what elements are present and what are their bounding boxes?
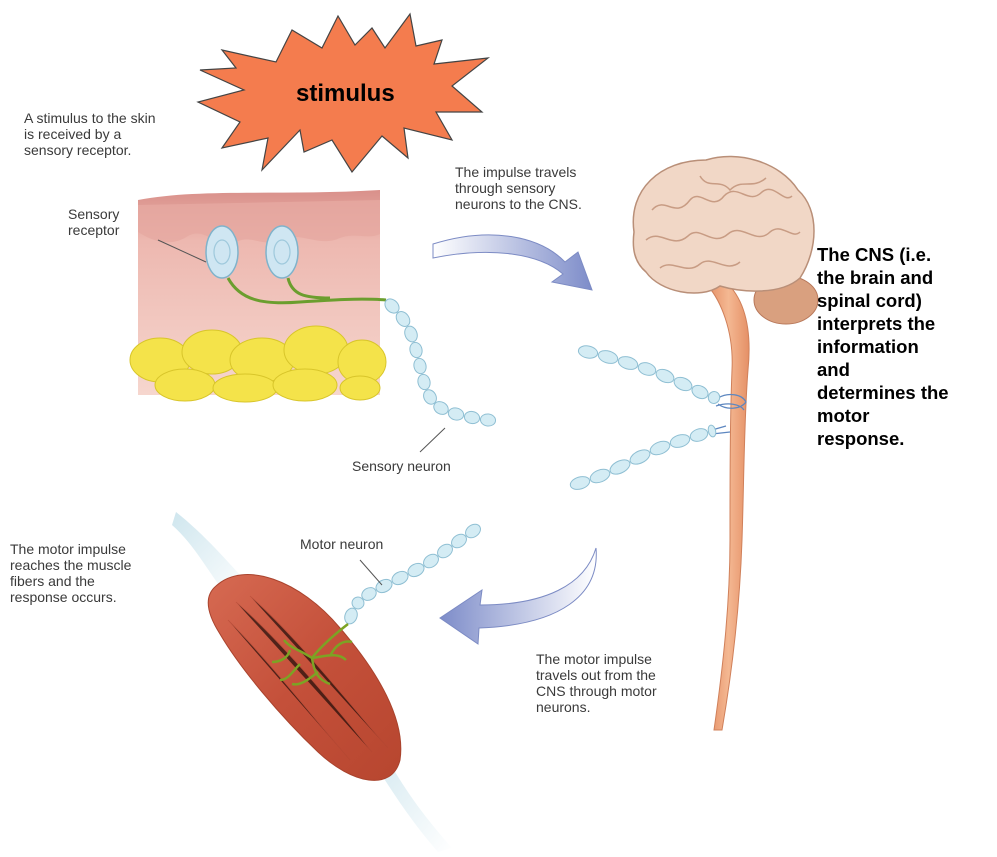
neuron-segment xyxy=(480,413,496,427)
neuron-segment xyxy=(416,373,431,391)
neuron-segment xyxy=(672,375,694,394)
caption-sensory-neuron: Sensory neuron xyxy=(352,458,451,474)
sensory-neuron-chain xyxy=(382,296,496,427)
neuron-segment xyxy=(637,360,658,377)
neuron-segment xyxy=(608,457,632,477)
caption-sensory-receptor: Sensory receptor xyxy=(68,206,119,238)
neuron-segment xyxy=(669,432,691,449)
outgoing-neuron-chain xyxy=(569,424,717,491)
spinal-cord xyxy=(708,282,749,730)
neuron-segment xyxy=(654,367,676,386)
neuron-segment xyxy=(412,357,427,375)
neuron-segment xyxy=(689,426,710,443)
brain xyxy=(633,157,814,294)
caption-skin-stimulus: A stimulus to the skin is received by a … xyxy=(24,110,156,158)
motor-arrow xyxy=(440,548,596,644)
neuron-segment xyxy=(648,439,672,458)
neuron-segment xyxy=(408,341,423,359)
neuron-segment xyxy=(588,467,612,486)
incoming-neuron-chain xyxy=(577,344,721,404)
neuron-segment xyxy=(390,569,410,587)
stimulus-label: stimulus xyxy=(296,80,395,108)
sensory-arrow xyxy=(433,235,592,290)
neuron-segment xyxy=(597,348,619,365)
neuron-segment xyxy=(447,406,465,421)
neuron-segment xyxy=(569,474,591,491)
neuron-segment xyxy=(463,410,480,425)
caption-impulse-travels: The impulse travels through sensory neur… xyxy=(455,164,582,212)
caption-motor-neuron: Motor neuron xyxy=(300,536,383,552)
neuron-segment xyxy=(690,383,710,401)
neuron-segment xyxy=(707,390,721,404)
neuron-segment xyxy=(707,424,717,437)
neuron-segment xyxy=(628,447,652,467)
caption-cns-interprets: The CNS (i.e. the brain and spinal cord)… xyxy=(817,243,949,450)
caption-motor-travels: The motor impulse travels out from the C… xyxy=(536,651,657,715)
sensory-neuron-leader xyxy=(420,428,445,452)
neuron-segment xyxy=(617,354,639,371)
motor-neuron-leader xyxy=(360,560,382,585)
neuron-segment xyxy=(577,344,598,360)
caption-motor-reaches: The motor impulse reaches the muscle fib… xyxy=(10,541,131,605)
neuron-segment xyxy=(403,324,420,343)
muscle xyxy=(172,512,452,852)
skin-section xyxy=(130,190,386,402)
